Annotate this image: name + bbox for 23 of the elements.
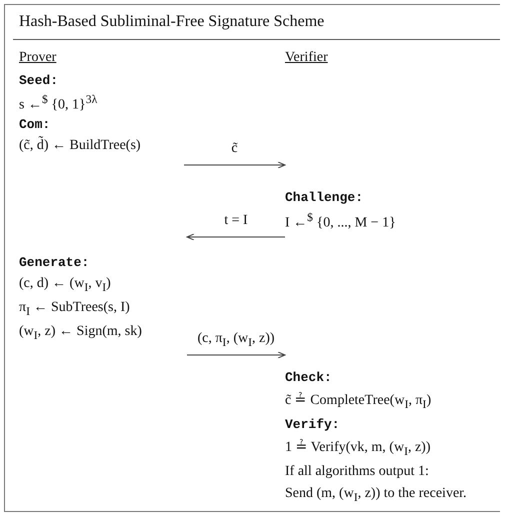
formula-text: I ←$^{$}$ {0, ..., M − 1} [285,211,397,232]
edge-label: (c, π$_{I}$, (w$_{I}$, z)) [195,331,277,349]
formula-text: (w$_{I}$, z) ← Sign(m, sk) [19,324,143,342]
step-heading: Challenge: [285,190,364,205]
step-heading: Verify: [285,416,341,432]
diagram-title: Hash-Based Subliminal-Free Signature Scheme [19,13,324,31]
step-heading: Seed: [19,73,58,88]
step-heading: Check: [285,370,333,385]
column-heading: Verifier [285,50,328,66]
formula-text: 1 ≟ Verify(vk, m, (w$_{I}$, z)) [285,438,432,458]
column-heading: Prover [19,50,56,66]
formula-text: If all algorithms output 1: [285,464,430,480]
formula-text: Send (m, (w$_{I}$, z)) to the receiver. [285,486,468,504]
message-arrow [186,352,286,358]
formula-text: c̃ ≟ CompleteTree(w$_{I}$, π$_{I}$) [285,391,432,411]
formula-text: (c̃, d̃) ← BuildTree(s) [19,138,142,154]
step-heading: Com: [19,117,52,132]
message-arrow [186,234,286,240]
formula-text: (c, d) ← (w$_{I}$, v$_{I}$) [19,276,112,294]
formula-text: s ←$^{$}$ {0, 1}$^{3λ}$ [19,93,98,114]
message-arrow [184,162,286,168]
step-heading: Generate: [19,255,90,270]
formula-text: π$_{I}$ ← SubTrees(s, I) [19,300,131,318]
